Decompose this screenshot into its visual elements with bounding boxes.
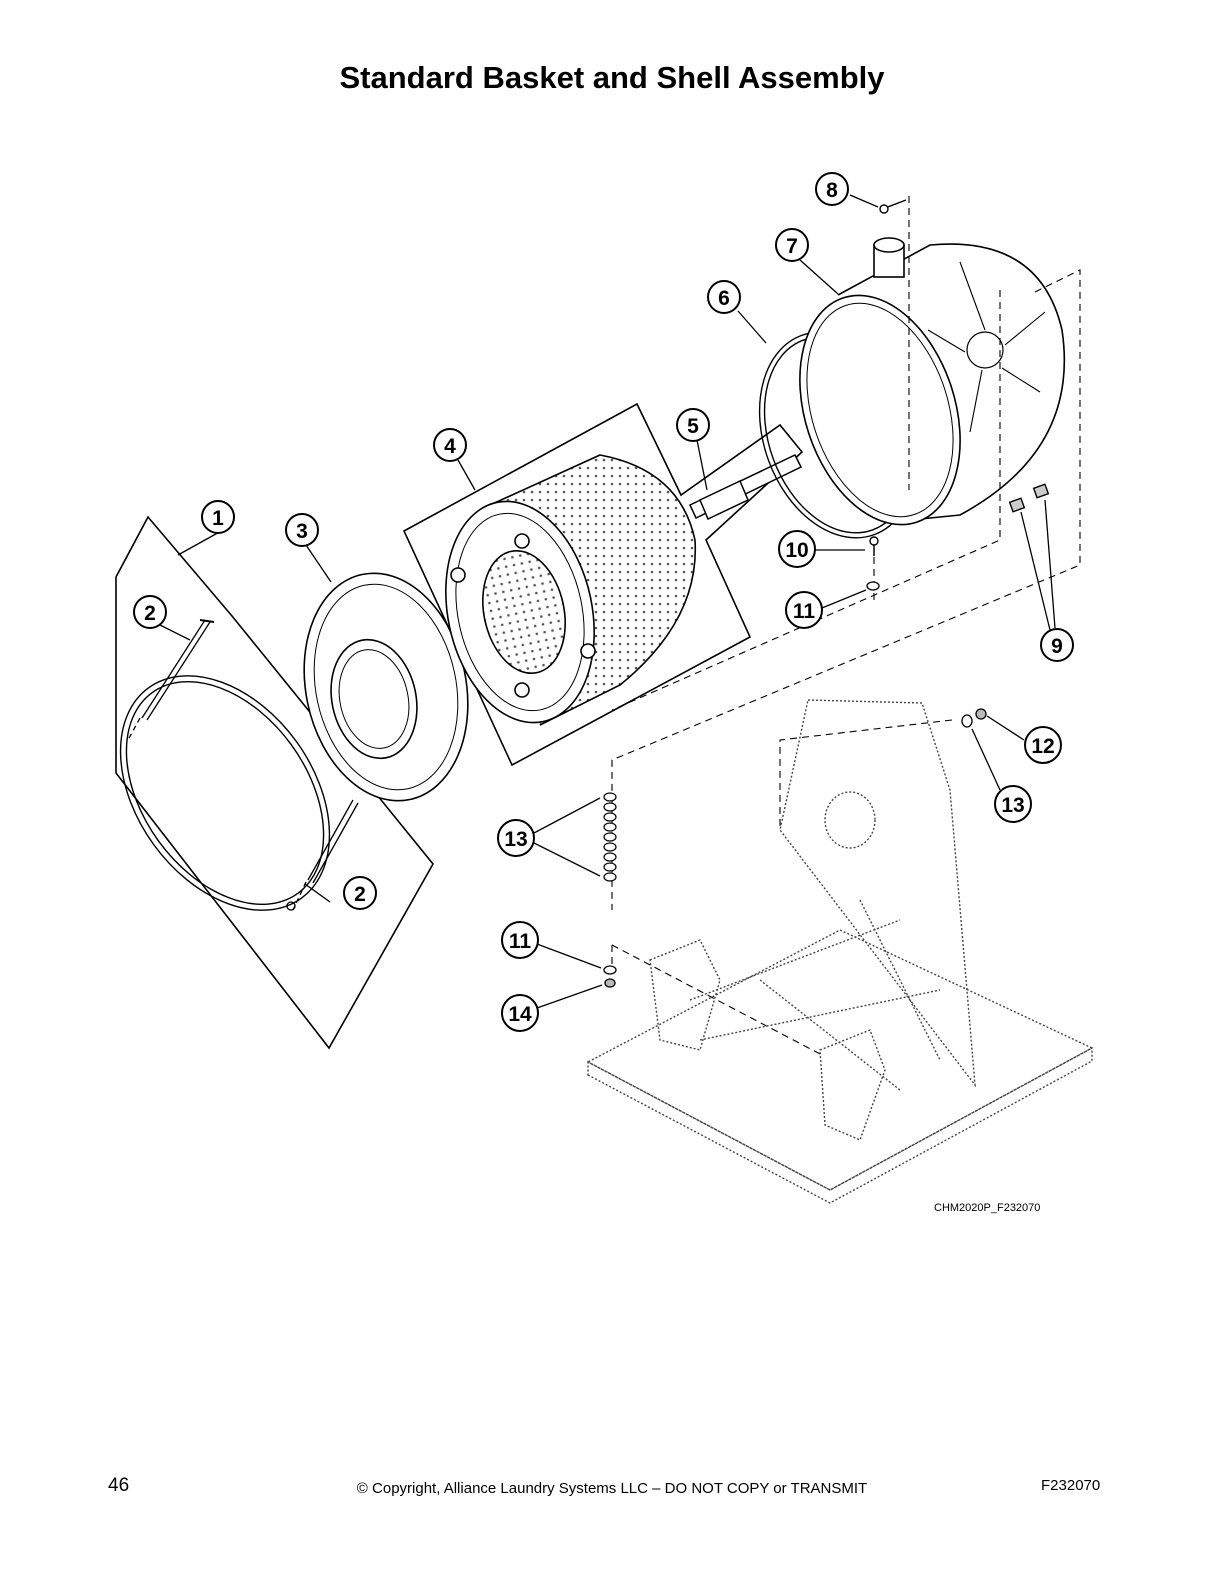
callout-7: 7: [775, 228, 809, 262]
svg-text:7: 7: [786, 235, 798, 258]
svg-text:11: 11: [509, 930, 532, 953]
clamp-bolt-lower: [286, 799, 359, 911]
washer-11-lower: [603, 965, 617, 975]
svg-text:6: 6: [718, 287, 730, 310]
base-frame: [586, 699, 1094, 1204]
svg-text:2: 2: [354, 883, 366, 906]
clamp-bolt-upper: [127, 619, 215, 741]
svg-text:3: 3: [296, 520, 308, 543]
screw-8: [879, 199, 907, 214]
copyright-notice: © Copyright, Alliance Laundry Systems LL…: [356, 1480, 868, 1497]
callout-5: 5: [676, 408, 710, 442]
callout-11-upper: 11: [785, 591, 823, 629]
document-id: F232070: [1041, 1477, 1101, 1494]
leader-lines: [159, 194, 1056, 1009]
callout-2-lower: 2: [343, 876, 377, 910]
callout-3: 3: [285, 513, 319, 547]
outer-shell: [799, 237, 1066, 526]
washer-13-right: [961, 714, 973, 728]
callout-12: 12: [1024, 726, 1062, 764]
callout-1: 1: [201, 500, 235, 534]
callout-13-left: 13: [497, 819, 535, 857]
svg-text:4: 4: [444, 435, 456, 458]
callout-14: 14: [501, 994, 539, 1032]
svg-text:9: 9: [1051, 635, 1063, 658]
page-number: 46: [108, 1475, 130, 1496]
callout-13-right: 13: [994, 785, 1032, 823]
clamp-ring: [119, 675, 331, 911]
svg-text:8: 8: [826, 179, 838, 202]
nut-14: [604, 978, 616, 988]
callout-2-upper: 2: [133, 595, 167, 629]
basket-group-4: [402, 402, 804, 767]
washer-stack-13: [603, 792, 617, 882]
svg-text:5: 5: [687, 415, 699, 438]
callout-4: 4: [433, 428, 467, 462]
svg-text:13: 13: [1001, 794, 1024, 817]
callout-10: 10: [778, 530, 816, 568]
screw-10: [869, 536, 879, 556]
washer-11-upper: [866, 581, 880, 591]
callout-9: 9: [1040, 628, 1074, 662]
nuts-9: [1008, 483, 1050, 513]
svg-text:11: 11: [793, 600, 816, 623]
page-title: Standard Basket and Shell Assembly: [339, 60, 885, 95]
callout-8: 8: [815, 172, 849, 206]
front-plate: [303, 572, 469, 802]
svg-text:12: 12: [1031, 735, 1054, 758]
svg-text:1: 1: [212, 507, 224, 530]
panel-group-1: [115, 515, 434, 1050]
svg-text:10: 10: [785, 539, 808, 562]
svg-text:14: 14: [508, 1003, 532, 1026]
callout-11-lower: 11: [501, 921, 539, 959]
nut-12: [975, 708, 987, 720]
callout-6: 6: [707, 280, 741, 314]
svg-text:2: 2: [144, 602, 156, 625]
svg-text:13: 13: [504, 828, 527, 851]
figure-id: CHM2020P_F232070: [934, 1202, 1041, 1214]
basket: [445, 454, 697, 726]
